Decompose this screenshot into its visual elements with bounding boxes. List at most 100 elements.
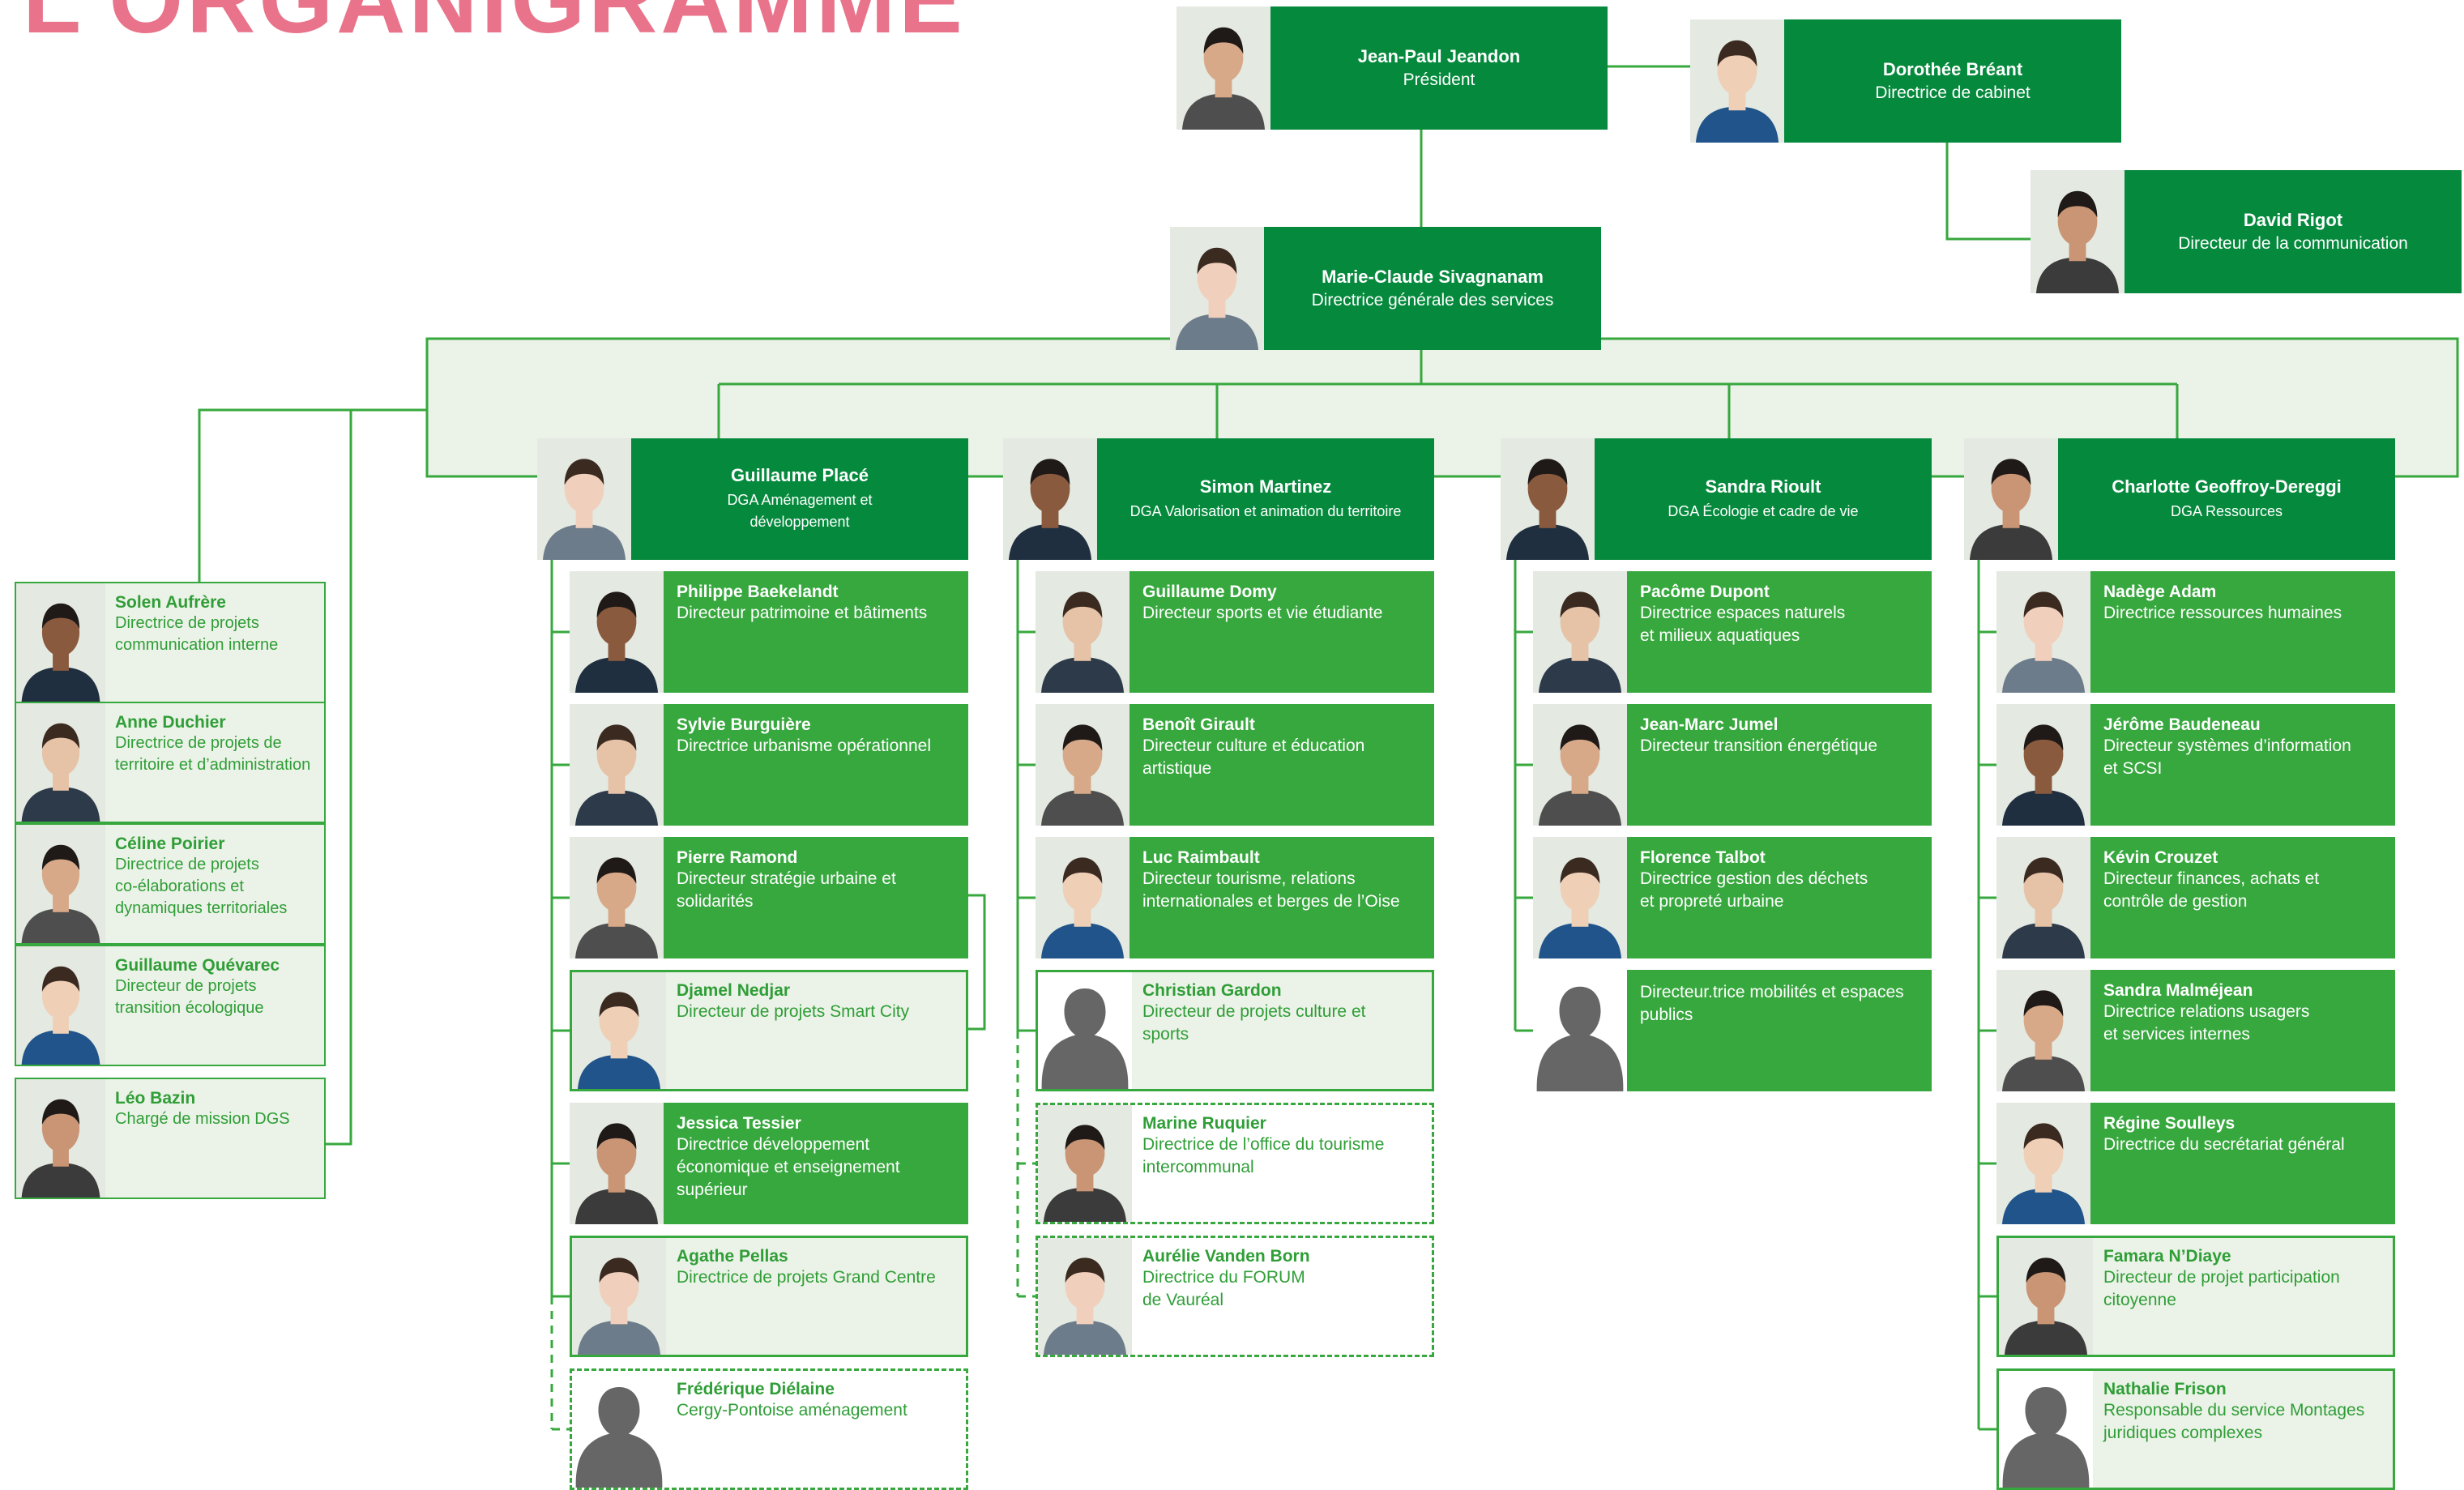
person-role: Directrice du FORUM de Vauréal: [1142, 1268, 1305, 1309]
person-name: Sandra Malméjean: [2103, 981, 2253, 1000]
person-name: Nathalie Frison: [2103, 1380, 2227, 1398]
person-role: DGA Aménagement et développement: [727, 492, 873, 530]
portrait-photo: [1036, 837, 1130, 958]
person-role: Directrice de projets co-élaborations et…: [115, 856, 288, 917]
portrait-photo: [1036, 704, 1130, 826]
person-name: Philippe Baekelandt: [677, 583, 839, 601]
person-name: Jean-Paul Jeandon: [1357, 46, 1521, 66]
placeholder-photo: [1038, 972, 1132, 1089]
placeholder-silhouette: [1038, 972, 1132, 1089]
person-role: Directeur stratégie urbaine et solidarit…: [677, 869, 896, 911]
person-name: Simon Martinez: [1199, 476, 1332, 497]
person-role: DGA Ressources: [2170, 502, 2283, 519]
person-name: Anne Duchier: [115, 713, 226, 732]
portrait-photo: [16, 1079, 105, 1198]
portrait-photo: [1996, 571, 2090, 693]
portrait-photo: [1690, 19, 1784, 143]
portrait-photo: [1964, 438, 2058, 560]
connector-cross-link: [968, 894, 986, 1031]
portrait-photo: [1036, 704, 1130, 826]
person-name: Léo Bazin: [115, 1089, 196, 1108]
portrait-photo: [537, 438, 631, 560]
person-name: Guillaume Domy: [1142, 583, 1277, 601]
portrait-photo: [1501, 438, 1595, 560]
person-role: Directrice du secrétariat général: [2103, 1135, 2345, 1154]
portrait-photo: [16, 583, 105, 702]
portrait-photo: [1999, 1238, 2093, 1355]
portrait-photo: [1996, 704, 2090, 826]
portrait-photo: [1036, 571, 1130, 693]
placeholder-silhouette: [1533, 970, 1627, 1091]
portrait-photo: [16, 703, 105, 822]
portrait-photo: [2031, 170, 2125, 293]
person-role: DGA Écologie et cadre de vie: [1668, 502, 1859, 519]
person-name: Pierre Ramond: [677, 848, 798, 867]
portrait-photo: [570, 837, 664, 958]
connector-cabinet-communication: [1945, 143, 2031, 241]
person-role: Directrice de projets de territoire et d…: [115, 734, 311, 774]
portrait-photo: [1038, 1105, 1132, 1222]
person-name: Frédérique Diélaine: [677, 1380, 835, 1398]
connector-dgs-mission: [324, 410, 352, 1146]
portrait-photo: [16, 1079, 105, 1198]
person-role: Directeur de la communication: [2178, 234, 2408, 253]
portrait-photo: [1176, 6, 1270, 130]
page-title: L’ORGANIGRAMME: [23, 0, 966, 53]
portrait-photo: [572, 1238, 666, 1355]
placeholder-photo: [572, 1371, 666, 1488]
portrait-photo: [1533, 837, 1627, 958]
person-name: Jessica Tessier: [677, 1114, 801, 1133]
portrait-photo: [1964, 438, 2058, 560]
person-role: Directeur de projet participation citoye…: [2103, 1268, 2340, 1309]
portrait-photo: [1036, 571, 1130, 693]
portrait-photo: [1533, 837, 1627, 958]
person-role: Directrice de projets communication inte…: [115, 614, 279, 654]
portrait-photo: [1176, 6, 1270, 130]
connector-dgs-staff: [198, 408, 427, 582]
person-role: Cergy-Pontoise aménagement: [677, 1401, 907, 1420]
portrait-photo: [570, 704, 664, 826]
person-name: Céline Poirier: [115, 835, 225, 853]
person-name: Régine Soulleys: [2103, 1114, 2236, 1133]
portrait-photo: [1996, 704, 2090, 826]
portrait-photo: [1690, 19, 1784, 143]
portrait-photo: [572, 972, 666, 1089]
portrait-photo: [1533, 704, 1627, 826]
person-name: Christian Gardon: [1142, 981, 1282, 1000]
placeholder-photo: [1533, 970, 1627, 1091]
person-name: Jérôme Baudeneau: [2103, 715, 2261, 734]
person-name: Luc Raimbault: [1142, 848, 1260, 867]
person-name: Solen Aufrère: [115, 593, 226, 612]
portrait-photo: [1996, 970, 2090, 1091]
portrait-photo: [1003, 438, 1097, 560]
portrait-photo: [1996, 837, 2090, 958]
person-role: Directrice de projets Grand Centre: [677, 1268, 936, 1287]
person-role: Chargé de mission DGS: [115, 1110, 290, 1128]
person-role: Directeur transition énergétique: [1640, 736, 1877, 755]
person-name: Nadège Adam: [2103, 583, 2217, 601]
portrait-photo: [1038, 1238, 1132, 1355]
person-role: Directrice ressources humaines: [2103, 604, 2342, 622]
portrait-photo: [572, 972, 666, 1089]
